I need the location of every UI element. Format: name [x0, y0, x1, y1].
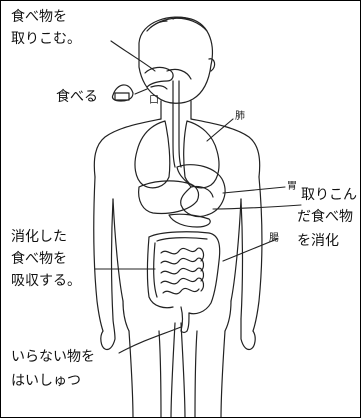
label-digest-line2: だ食べ物 — [297, 207, 353, 228]
label-absorb-line3: 吸収する。 — [11, 271, 81, 292]
label-mouth-mark: 口 — [149, 95, 159, 107]
large-intestine — [148, 232, 220, 314]
label-ingest-line1: 食べ物を — [11, 7, 67, 28]
label-absorb-line1: 消化した — [11, 227, 67, 248]
label-excrete-line2: はいしゅつ — [11, 371, 81, 392]
mouth-cavity — [145, 67, 191, 89]
label-intestine: 腸 — [269, 233, 279, 245]
label-ingest-line2: 取りこむ。 — [11, 29, 81, 50]
small-intestine — [161, 248, 204, 294]
esophagus — [173, 81, 181, 167]
food-icon — [112, 85, 133, 101]
label-lung: 肺 — [235, 111, 245, 123]
label-absorb-line2: 食べ物を — [11, 249, 67, 270]
label-stomach: 胃 — [287, 181, 297, 193]
label-excrete-line1: いらない物を — [11, 347, 95, 368]
lungs — [135, 121, 219, 188]
label-digest-line3: を消化 — [297, 231, 339, 252]
label-digest-line1: 取りこん — [301, 185, 357, 206]
label-eat: 食べる — [56, 87, 98, 108]
body-outline — [94, 17, 262, 418]
rectum — [181, 307, 189, 333]
